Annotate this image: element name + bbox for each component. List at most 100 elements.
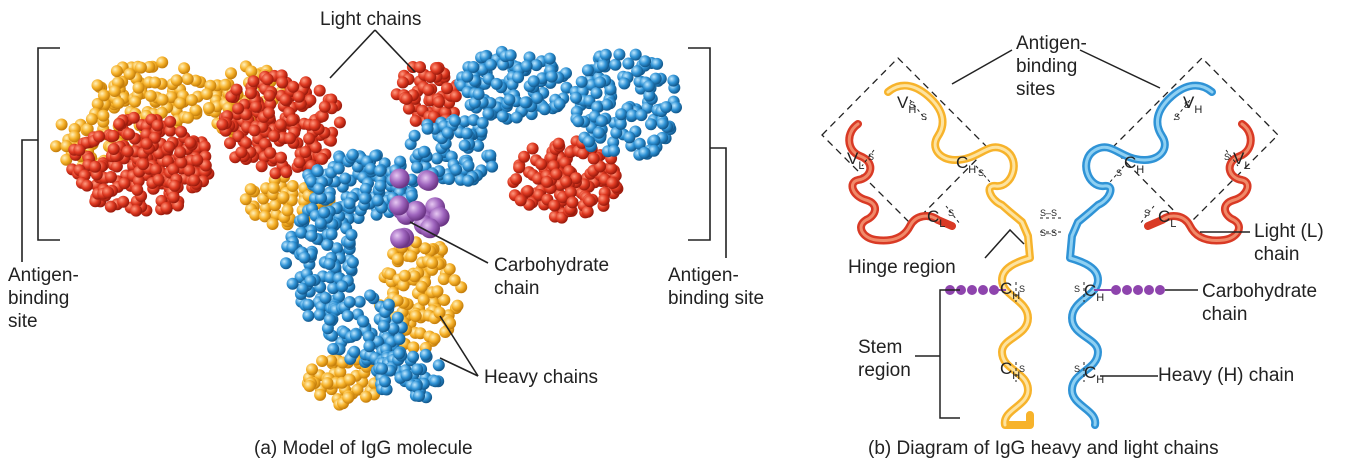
right-bracket-leader: [710, 147, 727, 258]
sphere: [247, 75, 260, 88]
sphere: [250, 100, 262, 113]
sphere: [411, 161, 423, 174]
carbohydrate-chain-right: [1111, 285, 1165, 295]
sphere: [297, 213, 310, 226]
sphere: [198, 140, 211, 153]
sphere: [606, 177, 619, 189]
sphere: [552, 137, 565, 150]
sphere: [577, 147, 590, 160]
sphere: [188, 174, 201, 187]
sphere: [397, 279, 410, 292]
sphere: [163, 140, 176, 153]
sphere: [263, 106, 275, 119]
sphere: [341, 310, 354, 322]
sphere: [321, 238, 334, 251]
sphere: [102, 186, 114, 199]
sphere: [245, 65, 258, 78]
carbohydrate-chain-label-a: Carbohydrate chain: [494, 254, 609, 300]
sphere: [321, 377, 334, 390]
sphere: [592, 126, 605, 139]
sphere: [107, 143, 120, 155]
sphere: [152, 173, 165, 186]
sphere: [543, 52, 556, 65]
sphere: [623, 131, 636, 144]
sphere: [325, 134, 337, 147]
sphere: [415, 280, 428, 293]
left-heavy-chain-inner: [886, 84, 1032, 427]
sphere: [168, 179, 181, 192]
sphere: [299, 146, 312, 158]
sphere: [336, 280, 349, 293]
sphere: [635, 109, 648, 122]
sphere: [137, 158, 150, 171]
sphere: [268, 130, 281, 143]
sphere: [110, 65, 123, 78]
igg-chain-diagram: S–S S–S S S S S S S S S S S S S S S VH V…: [821, 49, 1279, 429]
sphere: [377, 320, 390, 333]
sphere: [424, 71, 437, 83]
sphere: [396, 76, 409, 89]
sphere: [295, 226, 308, 239]
sphere: [591, 101, 604, 114]
sphere: [548, 199, 561, 212]
sphere: [117, 195, 130, 208]
sphere: [261, 73, 274, 86]
sphere: [651, 57, 664, 70]
sphere: [608, 144, 620, 157]
sphere: [408, 129, 421, 142]
sphere: [393, 333, 406, 345]
sphere: [363, 340, 376, 353]
sphere: [325, 354, 338, 367]
sphere: [191, 154, 204, 166]
sphere: [314, 217, 327, 230]
sphere: [615, 108, 628, 121]
sphere: [622, 57, 635, 70]
right-antigen-bracket: [688, 47, 711, 241]
sphere: [156, 56, 169, 69]
sphere: [296, 282, 309, 295]
sphere: [645, 118, 657, 131]
hinge-region-label: Hinge region: [848, 257, 956, 278]
sphere: [345, 228, 358, 241]
sphere: [600, 98, 613, 111]
sphere: [433, 95, 445, 108]
sphere: [520, 60, 533, 72]
disulfide-bond-lines: [861, 99, 1239, 382]
sphere: [313, 308, 326, 321]
s-label: S: [1019, 284, 1025, 294]
sphere: [408, 270, 421, 283]
light-chain-leader-right: [374, 29, 416, 73]
sphere: [306, 363, 318, 376]
sphere: [178, 62, 191, 75]
sphere: [518, 150, 531, 163]
left-light-chain-inner: [847, 122, 940, 242]
sphere: [286, 277, 299, 290]
left-heavy-chain: [884, 81, 1034, 429]
label-line: region: [858, 360, 911, 381]
sphere: [240, 137, 253, 149]
antigen-binding-site-boxes: [821, 57, 1279, 226]
sphere: [426, 257, 439, 269]
sphere: [235, 146, 248, 159]
sphere: [570, 91, 582, 104]
s-label: S: [1074, 284, 1080, 294]
carbohydrate-spheres: [388, 168, 450, 249]
sphere: [472, 88, 485, 101]
antigen-binding-site-left-label: Antigen- binding site: [8, 264, 79, 333]
sphere: [458, 115, 471, 128]
sphere: [175, 156, 188, 169]
s-label: S: [909, 100, 915, 110]
sphere: [639, 55, 652, 68]
right-heavy-chain: [1066, 81, 1216, 429]
sphere: [316, 152, 328, 165]
sphere: [286, 241, 299, 254]
sphere: [461, 70, 474, 83]
sphere: [667, 74, 680, 87]
left-bracket-leader: [21, 139, 38, 262]
sphere: [587, 152, 600, 165]
sphere: [308, 119, 321, 132]
label-line: Light (L): [1254, 221, 1324, 242]
sphere: [570, 172, 582, 185]
sphere: [418, 170, 439, 191]
